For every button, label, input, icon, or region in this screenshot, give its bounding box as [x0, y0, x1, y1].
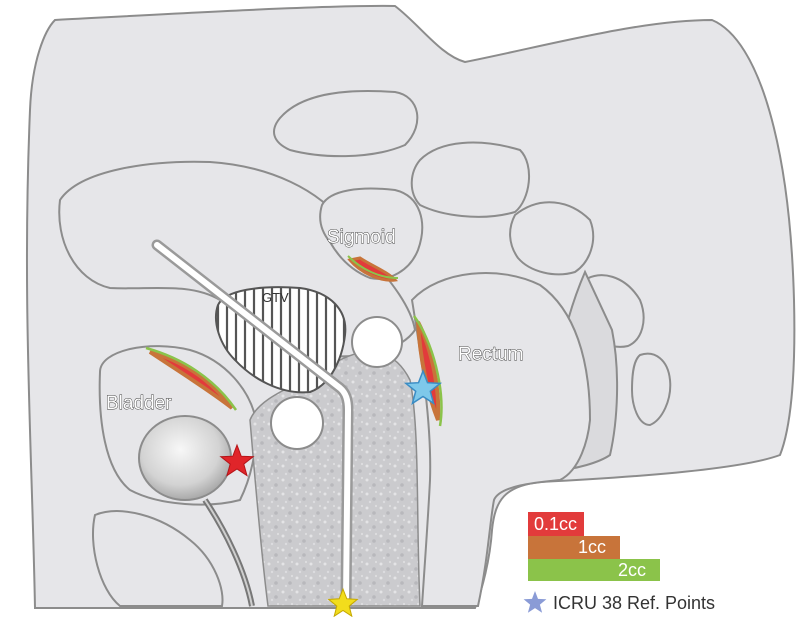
dose-legend: 0.1cc 1cc 2cc ICRU 38 Ref. Points [524, 512, 715, 613]
legend-label-2cc: 2cc [618, 560, 646, 580]
sigmoid-label: Sigmoid [327, 227, 396, 248]
gtv-label: GTV [262, 290, 289, 305]
legend-label-1cc: 1cc [578, 537, 606, 557]
legend-swatch-1cc [528, 536, 620, 559]
bladder-label: Bladder [106, 393, 172, 414]
legend-ref-points-label: ICRU 38 Ref. Points [553, 593, 715, 613]
legend-label-0.1cc: 0.1cc [534, 514, 577, 534]
ovoid-upper [352, 317, 402, 367]
bladder-balloon [139, 416, 231, 500]
ovoid-lower [271, 397, 323, 449]
legend-star-icon [524, 591, 547, 613]
rectum-label: Rectum [458, 344, 523, 365]
